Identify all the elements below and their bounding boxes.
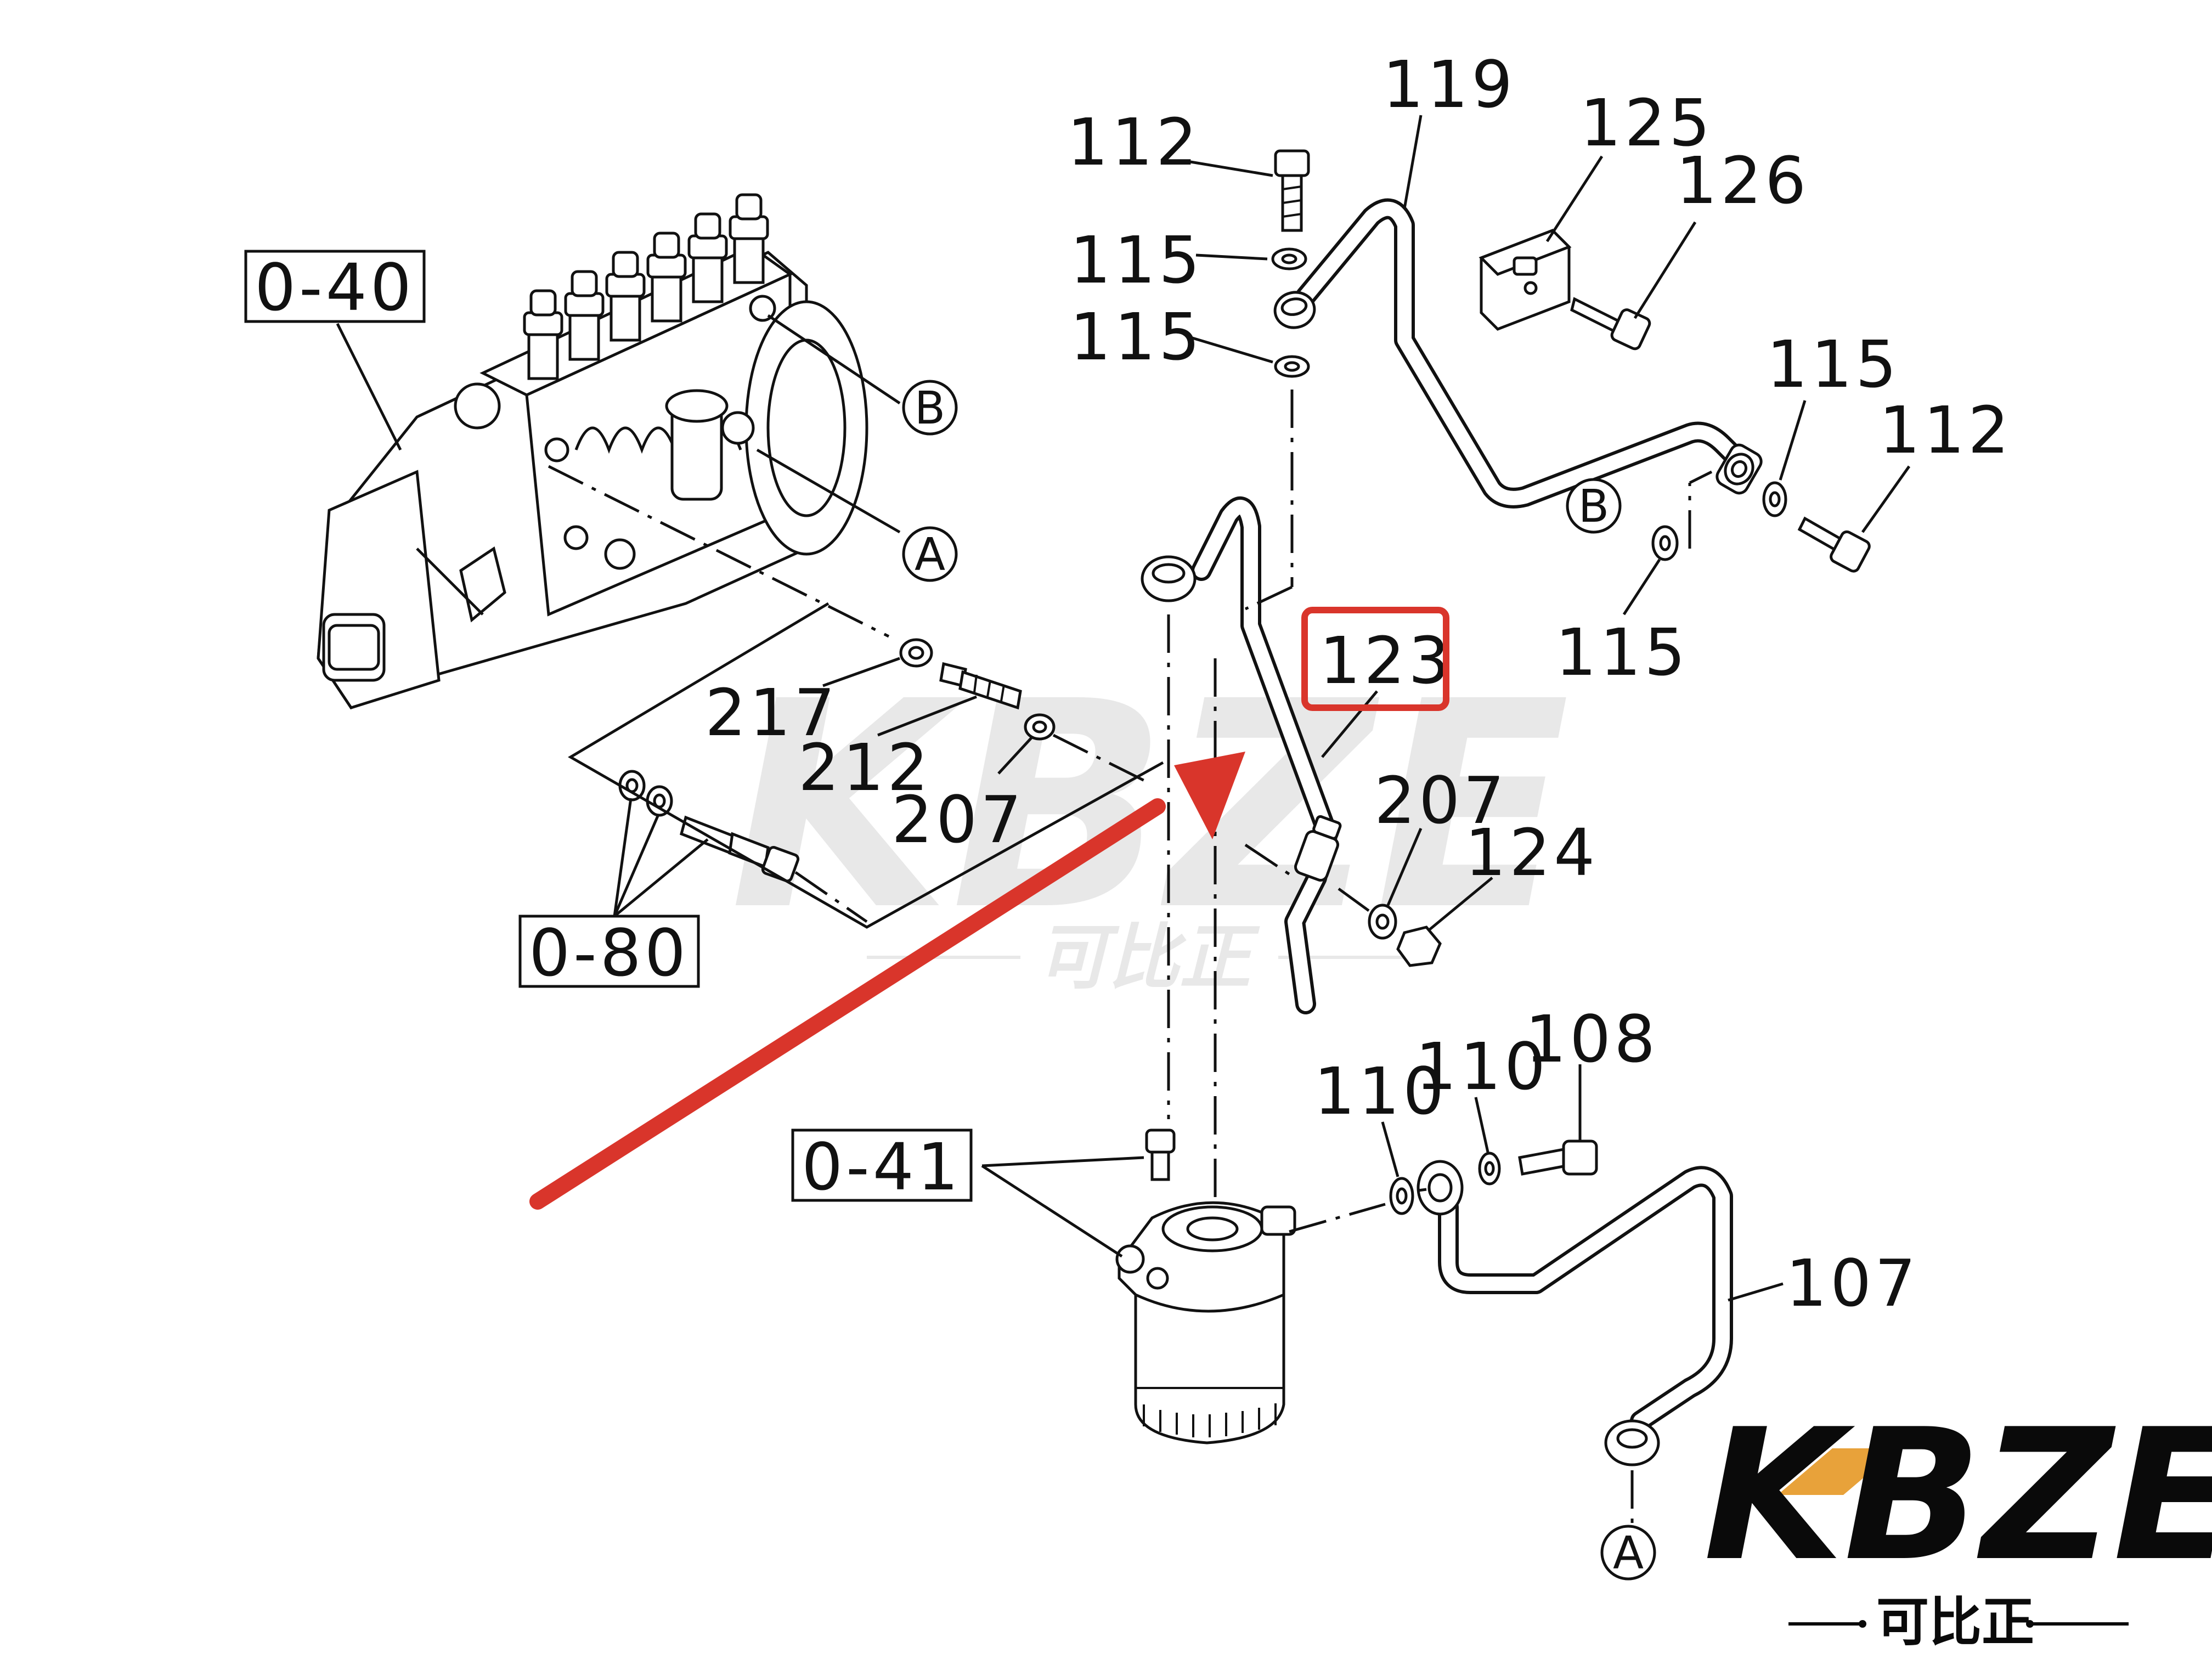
clamp-125 [1479,229,1572,331]
eye-bolt-112-top [1274,149,1310,232]
highlight-box [1301,607,1449,711]
dash-lines [548,390,1713,1531]
ref-0-80: 0-80 [518,915,700,991]
callout-119: 119 [1383,47,1516,122]
highlight-123 [1301,607,1449,711]
svg-text:B: B [1578,481,1609,533]
watermark-subtext: 可比正 [1037,916,1260,999]
washer-207-right [1368,904,1397,940]
bolt-126 [1570,297,1651,351]
washer-217 [899,638,933,668]
svg-text:A: A [1613,1527,1644,1579]
injection-pump [317,193,868,710]
ref-0-80-label: 0-80 [529,915,689,991]
washer-207-left [1024,713,1056,741]
callout-115-d: 115 [1555,614,1689,690]
callout-126: 126 [1676,143,1809,218]
callout-125: 125 [1580,85,1713,161]
svg-text:B: B [915,382,945,435]
callout-212: 212 [798,730,932,805]
leader-lines [336,115,1911,1302]
callout-110-b: 110 [1415,1029,1549,1104]
marker-a-bottom: A [1600,1525,1656,1581]
ref-0-40: 0-40 [244,250,426,325]
connector-212 [939,662,1022,710]
svg-text:A: A [915,529,945,581]
callout-107: 107 [1786,1245,1919,1321]
fuel-filter [1115,1128,1296,1444]
callout-labels: 112 119 125 126 115 115 115 112 115 123 … [705,47,2012,1321]
callout-123: 123 [1319,623,1453,698]
kbze-logo: KBZE 可比正 [1703,1390,2212,1653]
washer-115-d [1651,525,1679,561]
ref-0-41: 0-41 [791,1128,973,1205]
eye-bolt-112-right [1797,516,1871,573]
delivery-valves [523,193,769,380]
marker-b-left: B [902,380,958,436]
logo-text: KBZE [1703,1390,2212,1601]
callout-207-left: 207 [891,782,1025,857]
washer-115-a [1271,247,1307,270]
washer-110-b [1478,1152,1501,1186]
nut-124 [1396,926,1442,967]
marker-b-right: B [1566,478,1622,534]
callout-108: 108 [1525,1001,1658,1077]
callout-207-right: 207 [1374,763,1508,838]
callout-110-a: 110 [1314,1053,1447,1129]
pipe-119 [1273,198,1763,509]
callout-124: 124 [1465,815,1598,890]
washer-115-c [1762,481,1787,517]
callout-217: 217 [705,675,838,751]
washer-115-b [1274,355,1310,378]
pipe-123 [1141,496,1342,1014]
ref-0-41-label: 0-41 [802,1129,962,1205]
callout-115-c: 115 [1767,326,1900,402]
pipe-107 [1417,1160,1733,1466]
ref-0-40-label: 0-40 [255,250,415,325]
logo-subtext: 可比正 [1876,1592,2034,1653]
logo-accent [1778,1448,1898,1495]
watermark: KBZE 可比正 [730,640,1570,999]
washer-0-80-b [646,785,673,817]
callout-112-right: 112 [1879,392,2012,468]
marker-a-left: A [902,526,958,582]
eye-bolt-108 [1518,1139,1598,1176]
red-arrow [529,752,1245,1210]
callout-115-a: 115 [1070,222,1203,298]
callout-112-top: 112 [1067,104,1200,180]
washer-110-a [1389,1177,1414,1215]
callout-115-b: 115 [1070,299,1203,375]
washer-0-80-a [618,770,646,802]
